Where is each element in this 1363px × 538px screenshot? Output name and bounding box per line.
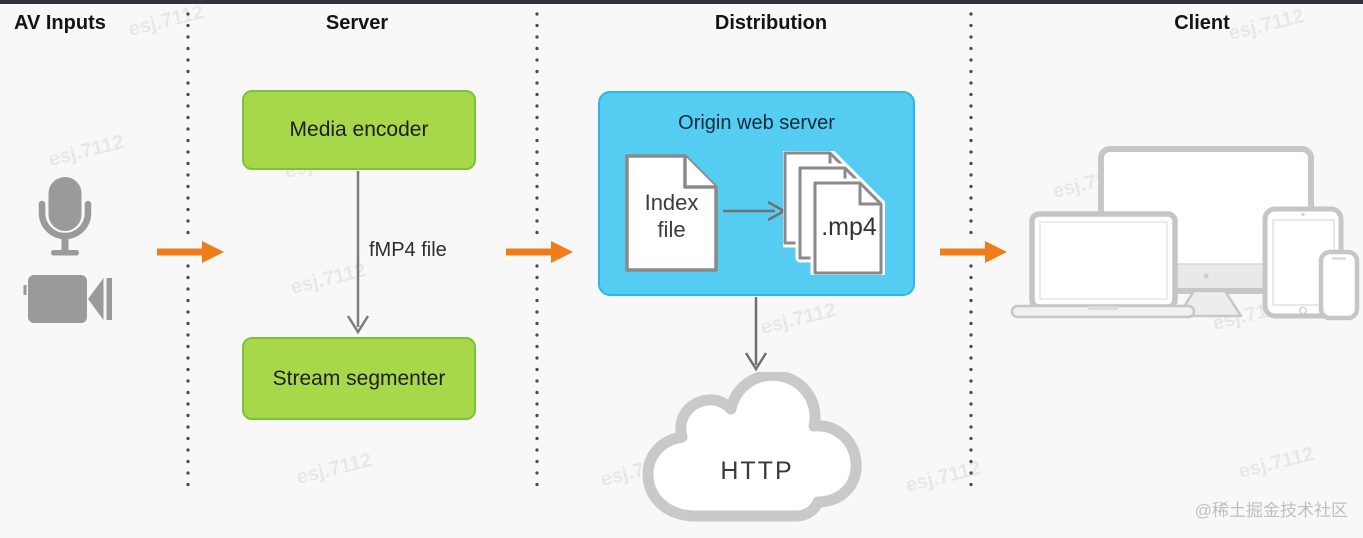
- index-file-label: Index file: [623, 189, 720, 243]
- media-encoder-box: Media encoder: [242, 90, 476, 170]
- flow-arrow-server-to-distribution-icon: [506, 241, 573, 263]
- index-file-label-line1: Index: [644, 190, 699, 215]
- encoder-to-segmenter-arrow-icon: [346, 171, 370, 335]
- flow-arrow-distribution-to-client-icon: [940, 241, 1007, 263]
- section-divider: [535, 264, 539, 492]
- watermark-tile: esj.7112: [126, 1, 207, 41]
- mp4-file-stack-icon: [783, 151, 885, 275]
- av-input-icons: [23, 177, 112, 323]
- http-label: HTTP: [720, 457, 794, 485]
- index-file-label-line2: file: [657, 217, 686, 242]
- section-divider: [186, 264, 190, 492]
- video-camera-icon: [23, 275, 112, 323]
- laptop-icon: [1010, 211, 1196, 319]
- client-devices-icon: [1010, 146, 1360, 321]
- index-file-icon: [625, 154, 718, 272]
- index-to-mp4-arrow-icon: [723, 200, 787, 222]
- stream-segmenter-box: Stream segmenter: [242, 337, 476, 420]
- section-header-client: Client: [1174, 12, 1230, 34]
- origin-to-http-arrow-icon: [744, 297, 768, 372]
- watermark-tile: esj.7112: [1236, 443, 1317, 483]
- watermark-tile: esj.7112: [1226, 5, 1307, 45]
- section-divider: [535, 12, 539, 240]
- mp4-file-label: .mp4: [821, 213, 877, 241]
- flow-arrow-av-to-server-icon: [157, 241, 224, 263]
- section-header-av-inputs: AV Inputs: [14, 12, 106, 34]
- origin-web-server-title: Origin web server: [678, 112, 835, 134]
- section-divider: [969, 264, 973, 492]
- smartphone-icon: [1318, 249, 1360, 321]
- window-top-border: [0, 0, 1363, 4]
- fmp4-file-label: fMP4 file: [369, 239, 447, 261]
- media-encoder-label: Media encoder: [289, 118, 429, 141]
- watermark-tile: esj.7112: [294, 449, 375, 489]
- watermark-tile: esj.7112: [46, 131, 127, 171]
- section-divider: [969, 12, 973, 240]
- stream-segmenter-label: Stream segmenter: [272, 366, 446, 390]
- section-divider: [186, 12, 190, 240]
- brand-watermark: @稀土掘金技术社区: [1194, 501, 1348, 520]
- section-header-server: Server: [325, 12, 389, 34]
- http-cloud-icon: [642, 372, 862, 522]
- microphone-icon: [38, 177, 92, 256]
- watermark-tile: esj.7112: [758, 299, 839, 339]
- section-header-distribution: Distribution: [714, 12, 828, 34]
